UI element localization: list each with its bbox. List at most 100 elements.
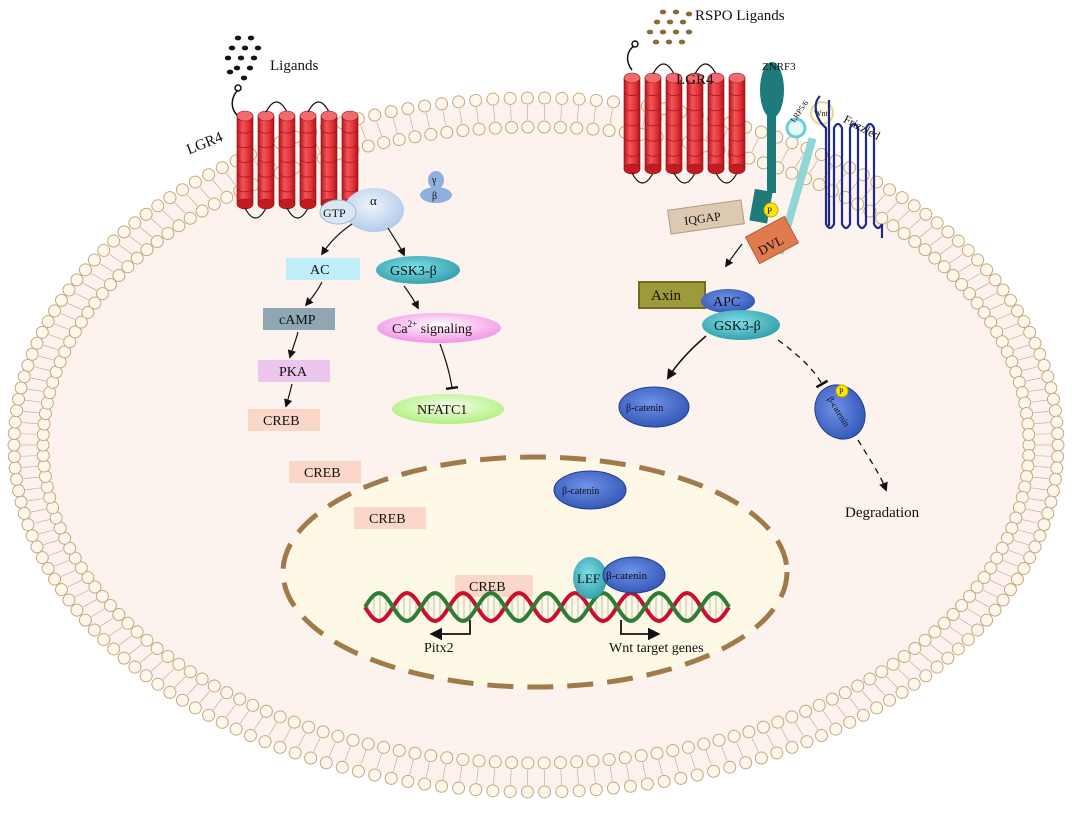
lipid-head bbox=[800, 735, 814, 749]
ligand-particle bbox=[672, 29, 680, 35]
lipid-head bbox=[955, 277, 969, 291]
lipid-head bbox=[586, 754, 600, 768]
lipid-head bbox=[928, 625, 942, 639]
lipid-head bbox=[572, 784, 586, 798]
lipid-head bbox=[919, 669, 933, 683]
lipid-head bbox=[140, 243, 154, 257]
ligand-particle bbox=[678, 39, 686, 45]
lipid-head bbox=[10, 404, 24, 418]
lipid-head bbox=[570, 121, 584, 135]
lipid-head bbox=[10, 472, 24, 486]
lipid-head bbox=[505, 756, 519, 770]
lipid-head bbox=[537, 120, 551, 134]
lipid-head bbox=[87, 623, 101, 637]
lipid-head bbox=[1041, 506, 1055, 520]
lipid-head bbox=[392, 132, 406, 146]
lipid-head bbox=[1023, 551, 1037, 565]
lipid-head bbox=[951, 234, 965, 248]
lipid-head bbox=[54, 583, 68, 597]
lipid-head bbox=[128, 216, 142, 230]
lipid-head bbox=[392, 744, 406, 758]
lipid-head bbox=[963, 287, 977, 301]
lipid-head bbox=[215, 161, 229, 175]
lipid-head bbox=[1050, 415, 1064, 429]
lipid-head bbox=[937, 616, 951, 630]
lipid-head bbox=[990, 325, 1004, 339]
lipid-head bbox=[95, 287, 109, 301]
g-beta-label: β bbox=[432, 191, 437, 202]
lipid-head bbox=[602, 752, 616, 766]
lipid-head bbox=[408, 746, 422, 760]
lgr4-right-label: LGR4 bbox=[676, 72, 714, 88]
lipid-head bbox=[856, 708, 870, 722]
lipid-head bbox=[1046, 484, 1060, 498]
lipid-head bbox=[1023, 325, 1037, 339]
lipid-head bbox=[634, 749, 648, 763]
lipid-head bbox=[1033, 529, 1047, 543]
lipid-head bbox=[771, 715, 785, 729]
lipid-head bbox=[195, 672, 209, 686]
dvl-phospho bbox=[763, 202, 779, 218]
ligand-particle bbox=[226, 69, 234, 75]
lipid-head bbox=[895, 191, 909, 205]
ligand-particle bbox=[652, 39, 660, 45]
lipid-head bbox=[1022, 427, 1036, 441]
ligand-particle bbox=[250, 55, 258, 61]
g-alpha-subunit bbox=[344, 188, 404, 232]
lipid-head bbox=[907, 677, 921, 691]
beta-catenin-phospho-marker bbox=[835, 384, 849, 398]
lipid-head bbox=[875, 665, 889, 679]
lipid-head bbox=[908, 234, 922, 248]
gsk3b-left bbox=[376, 256, 460, 284]
lipid-head bbox=[88, 580, 102, 594]
lipid-head bbox=[742, 725, 756, 739]
lipid-head bbox=[1044, 381, 1058, 395]
lef-transcription-factor bbox=[573, 557, 607, 599]
lipid-head bbox=[456, 124, 470, 138]
lipid-head bbox=[971, 623, 985, 637]
camp-box bbox=[263, 308, 335, 330]
lipid-head bbox=[440, 125, 454, 139]
g-beta-subunit bbox=[420, 187, 452, 203]
lipid-head bbox=[41, 315, 55, 329]
lipid-head bbox=[666, 744, 680, 758]
lipid-head bbox=[1044, 495, 1058, 509]
lipid-head bbox=[538, 785, 552, 799]
lipid-head bbox=[895, 685, 909, 699]
lipid-head bbox=[829, 722, 843, 736]
lipid-head bbox=[331, 729, 345, 743]
lipid-head bbox=[995, 541, 1009, 555]
g-gamma-subunit bbox=[428, 171, 444, 189]
lipid-head bbox=[128, 660, 142, 674]
creb-label-3: CREB bbox=[369, 512, 406, 527]
lipid-head bbox=[8, 461, 22, 475]
lipid-head bbox=[7, 438, 21, 452]
lipid-head bbox=[838, 686, 852, 700]
iqgap-label: IQGAP bbox=[683, 209, 722, 228]
lipid-head bbox=[151, 199, 165, 213]
degradation-label: Degradation bbox=[845, 505, 920, 521]
lipid-head bbox=[606, 781, 620, 795]
lipid-head bbox=[606, 95, 620, 109]
lipid-head bbox=[81, 305, 95, 319]
lipid-head bbox=[754, 125, 768, 139]
lipid-head bbox=[1051, 449, 1065, 463]
lipid-head bbox=[150, 642, 164, 656]
lipid-head bbox=[946, 268, 960, 282]
lipid-head bbox=[1033, 347, 1047, 361]
lipid-head bbox=[770, 746, 784, 760]
lipid-head bbox=[1004, 583, 1018, 597]
lipid-head bbox=[103, 599, 117, 613]
ligand-particle bbox=[237, 55, 245, 61]
lipid-head bbox=[95, 589, 109, 603]
lipid-head bbox=[25, 347, 39, 361]
rspo-ligands-cluster bbox=[646, 9, 693, 45]
lipid-head bbox=[215, 715, 229, 729]
lipid-head bbox=[418, 777, 432, 791]
lgr4-left-label: LGR4 bbox=[184, 129, 225, 158]
lipid-head bbox=[919, 207, 933, 221]
ligand-particle bbox=[646, 29, 654, 35]
cell-membrane bbox=[7, 91, 1065, 799]
lipid-head bbox=[928, 251, 942, 265]
lipid-head bbox=[287, 715, 301, 729]
